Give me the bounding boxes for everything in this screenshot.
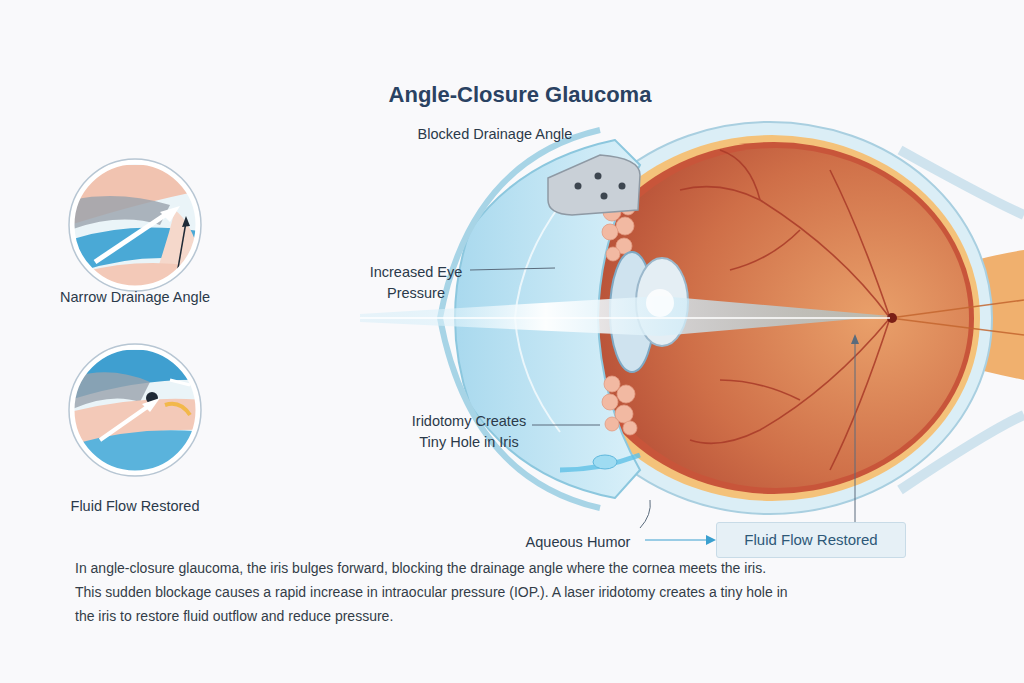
laser-mark bbox=[165, 404, 190, 415]
vessel bbox=[720, 380, 800, 400]
vessel bbox=[830, 318, 890, 470]
iris-lobe bbox=[623, 421, 637, 435]
flow-arrowhead bbox=[142, 398, 160, 412]
iris-lobe bbox=[616, 217, 634, 235]
circle-caption: Narrow Drainage Angle bbox=[42, 288, 228, 306]
detail-bg bbox=[70, 160, 205, 295]
iris-lobe bbox=[605, 417, 619, 431]
narrow-angle-detail bbox=[70, 160, 205, 295]
restored-flow-detail bbox=[70, 345, 205, 480]
flow-arrow bbox=[170, 380, 190, 385]
iris-lobe bbox=[617, 385, 635, 403]
pointer-line bbox=[645, 539, 712, 540]
vessel bbox=[720, 150, 760, 200]
detail-circle: Fluid Flow Restored bbox=[62, 340, 208, 520]
iris-lower bbox=[602, 376, 637, 435]
iris-lobe bbox=[606, 247, 620, 261]
flow-arrowhead bbox=[160, 206, 180, 222]
leader-line bbox=[532, 425, 600, 426]
iris-lobe bbox=[604, 376, 620, 392]
drain-hole bbox=[619, 183, 626, 190]
drain-hole bbox=[595, 173, 602, 180]
pointer-arrowhead bbox=[182, 216, 190, 227]
circle-caption: Fluid Flow Restored bbox=[42, 497, 228, 515]
flow-arrow bbox=[95, 215, 165, 262]
diagram-title: Angle-Closure Glaucoma bbox=[250, 82, 790, 108]
drain-hole bbox=[601, 193, 608, 200]
iris-lobe bbox=[602, 224, 618, 240]
vessel bbox=[830, 170, 890, 318]
part-label: Iridotomy Creates Tiny Hole in Iris bbox=[410, 411, 528, 453]
part-label: Blocked Drainage Angle bbox=[395, 124, 595, 145]
detail-bg bbox=[70, 345, 205, 480]
part-label: Increased Eye Pressure bbox=[358, 262, 474, 304]
box-label: Fluid Flow Restored bbox=[717, 523, 905, 557]
part-label: Aqueous Humor bbox=[510, 532, 646, 553]
leader-arrowhead bbox=[851, 334, 859, 344]
pointer-arrowhead bbox=[706, 535, 716, 545]
leader-line bbox=[470, 268, 555, 270]
drain-hole bbox=[575, 183, 582, 190]
light-flare bbox=[646, 289, 674, 317]
diagram-caption: In angle-closure glaucoma, the iris bulg… bbox=[75, 556, 795, 628]
detail-circle: Narrow Drainage Angle bbox=[62, 155, 208, 315]
flow-arrow bbox=[100, 405, 150, 440]
leader-line bbox=[855, 340, 856, 522]
beam-core bbox=[360, 317, 890, 319]
circle-frame bbox=[72, 347, 198, 473]
aqueous-flow bbox=[560, 455, 640, 470]
vessel bbox=[730, 230, 800, 270]
light-beam bbox=[360, 296, 890, 336]
label-box: Fluid Flow Restored bbox=[716, 522, 906, 558]
circle-frame bbox=[72, 162, 198, 288]
leader-line bbox=[640, 500, 650, 528]
iris-lobe bbox=[602, 394, 618, 410]
circle-border bbox=[69, 159, 201, 291]
aqueous-pool bbox=[593, 455, 617, 469]
circle-outline bbox=[62, 340, 208, 520]
meshwork bbox=[70, 196, 170, 230]
vessel bbox=[690, 318, 890, 443]
vessel bbox=[890, 318, 1024, 335]
circle-border bbox=[69, 344, 201, 476]
vessel bbox=[680, 187, 890, 318]
drainage-block bbox=[548, 155, 640, 215]
vessel bbox=[890, 300, 1024, 318]
